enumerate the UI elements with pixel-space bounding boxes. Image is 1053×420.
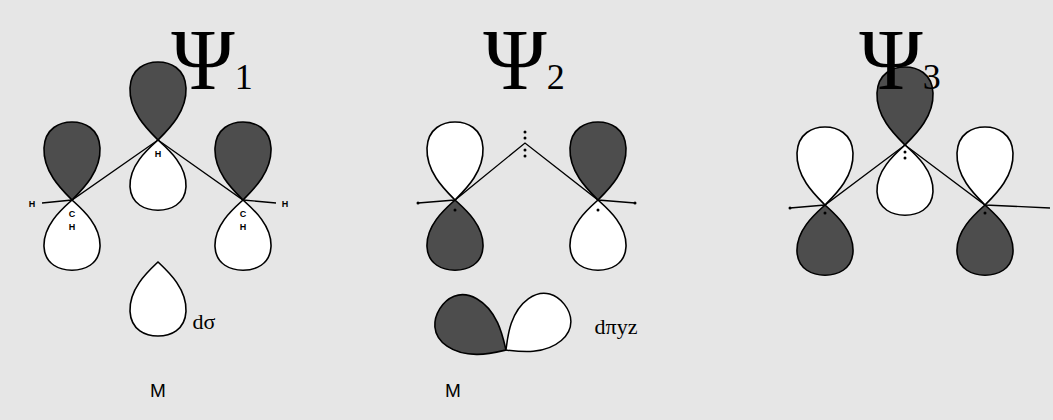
psi1-p-orbitals bbox=[44, 62, 271, 336]
metal-label: M bbox=[150, 381, 166, 400]
atom-label: H bbox=[28, 200, 37, 209]
metal-label: M bbox=[445, 381, 461, 400]
atom-label: H bbox=[154, 150, 163, 159]
atom-label: H bbox=[281, 200, 290, 209]
atom-label: C bbox=[68, 210, 77, 219]
orbital-title: Ψ3 bbox=[859, 17, 940, 103]
d-pi-yz-orbital bbox=[425, 285, 521, 374]
atom-label: H bbox=[68, 223, 77, 232]
atom-label: H bbox=[239, 223, 248, 232]
orbital-title: Ψ2 bbox=[483, 17, 564, 103]
psi2-p-orbitals bbox=[417, 122, 637, 374]
orbital-title: Ψ1 bbox=[171, 17, 252, 103]
orbital-name: dσ bbox=[193, 311, 216, 333]
atom-label: C bbox=[239, 210, 248, 219]
orbital-name: dπyz bbox=[595, 316, 638, 338]
d-sigma-orbital bbox=[130, 262, 186, 336]
